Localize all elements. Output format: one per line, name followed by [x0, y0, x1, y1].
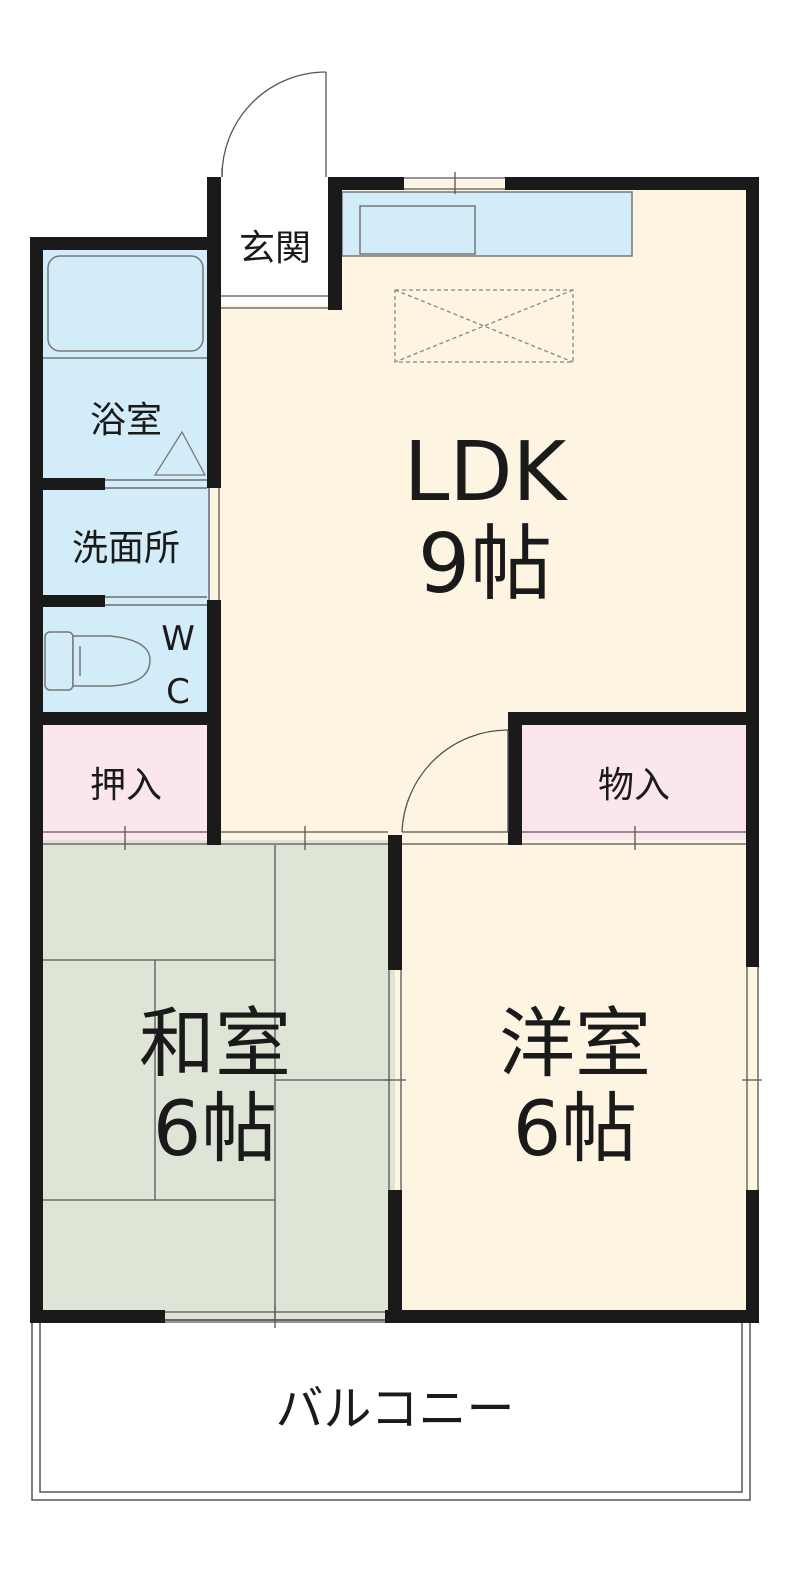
- toilet-icon: [44, 631, 151, 691]
- western-room-label: 洋室: [499, 999, 651, 1088]
- door-swing-western: [401, 729, 509, 833]
- balcony-label: バルコニー: [275, 1381, 514, 1437]
- entrance-floor: [210, 180, 338, 305]
- window-and-door-lines: [43, 172, 762, 1328]
- closet-left-floor: [38, 720, 210, 840]
- ceiling-storage-icon: [394, 289, 574, 363]
- bath-step-icon: [153, 430, 207, 476]
- entrance-label: 玄関: [239, 228, 311, 269]
- washroom-label: 洗面所: [72, 528, 180, 569]
- bathtub-icon: [47, 255, 204, 352]
- ldk-size: 9帖: [418, 517, 552, 612]
- tatami-lines: [38, 845, 392, 1320]
- kitchen-sink: [359, 205, 476, 255]
- storage-right-label: 物入: [598, 765, 670, 806]
- closet-left-label: 押入: [90, 765, 162, 806]
- western-room-floor: [395, 840, 758, 1320]
- door-swing-entrance: [221, 71, 327, 178]
- bath-label: 浴室: [90, 400, 162, 441]
- wc-label-w: W: [161, 619, 195, 659]
- storage-right-floor: [513, 720, 758, 840]
- wc-label-c: C: [166, 672, 190, 712]
- ldk-label: LDK: [404, 425, 569, 520]
- japanese-room-size: 6帖: [153, 1084, 277, 1173]
- walls: [30, 177, 759, 1323]
- western-room-size: 6帖: [513, 1084, 637, 1173]
- japanese-room-label: 和室: [139, 999, 291, 1088]
